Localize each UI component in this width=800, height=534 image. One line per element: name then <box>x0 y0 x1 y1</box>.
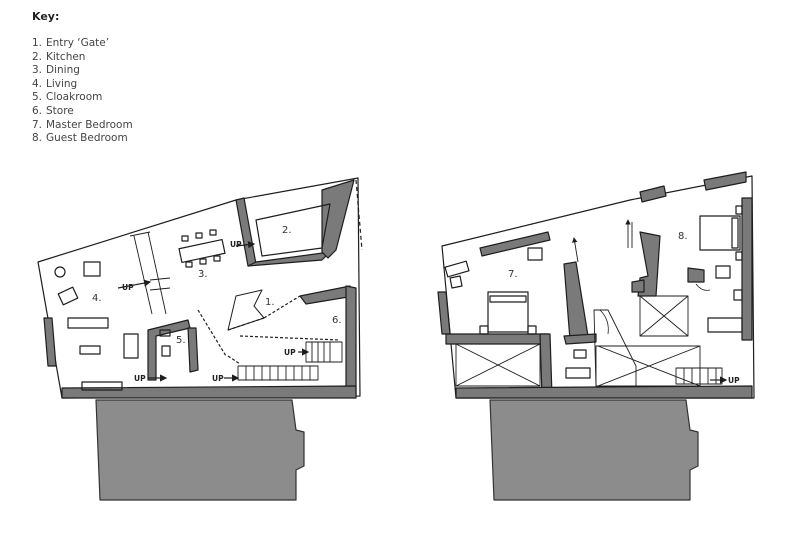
key-item-label: Dining <box>46 64 80 77</box>
key-item-label: Guest Bedroom <box>46 132 128 145</box>
first-floor-plan <box>437 171 755 501</box>
circulation-dash <box>197 295 341 365</box>
guest-bedroom-furniture <box>699 205 743 279</box>
key-list: 1.Entry ‘Gate’ 2.Kitchen 3.Dining 4.Livi… <box>32 37 252 146</box>
key-item-number: 2. <box>32 50 43 63</box>
key-item: 3.Dining <box>32 64 252 78</box>
up-label: UP <box>230 240 242 249</box>
key-title: Key: <box>32 10 60 23</box>
ground-floor-walls <box>43 179 357 399</box>
room-label-dining: 3. <box>198 269 208 280</box>
key-item-label: Master Bedroom <box>46 118 133 131</box>
neighbour-building <box>489 399 699 501</box>
key-item-number: 8. <box>32 132 43 145</box>
ground-floor-plan <box>37 177 363 501</box>
room-label-cloakroom: 5. <box>176 335 186 346</box>
key-item: 1.Entry ‘Gate’ <box>32 37 252 51</box>
first-floor-labels: 7. 8. UP <box>508 231 740 385</box>
wc <box>161 345 171 357</box>
site-boundary <box>355 179 363 251</box>
room-label-living: 4. <box>92 293 102 304</box>
entry-gate <box>227 289 265 331</box>
kitchen-counter <box>255 203 331 257</box>
key-item: 4.Living <box>32 78 252 92</box>
up-label: UP <box>212 374 224 383</box>
up-label: UP <box>284 348 296 357</box>
key-item-number: 4. <box>32 77 43 90</box>
key-item-number: 6. <box>32 104 43 117</box>
dining-chairs <box>181 229 221 268</box>
key-item: 8.Guest Bedroom <box>32 132 252 146</box>
up-label: UP <box>134 374 146 383</box>
key-item: 2.Kitchen <box>32 51 252 65</box>
key-item-number: 7. <box>32 118 43 131</box>
direction-arrow <box>572 237 579 263</box>
key-item-label: Living <box>46 77 78 90</box>
living-furniture <box>54 261 139 391</box>
ground-floor-outline <box>37 177 361 399</box>
key-item: 5.Cloakroom <box>32 91 252 105</box>
master-bedroom-furniture <box>444 247 543 335</box>
door-swing <box>695 283 711 291</box>
central-void <box>593 309 701 387</box>
first-floor-walls <box>437 171 753 399</box>
key-item: 7.Master Bedroom <box>32 119 252 133</box>
key-item-label: Kitchen <box>46 50 86 63</box>
first-floor-outline <box>441 175 755 399</box>
key-item-label: Store <box>46 104 74 117</box>
room-label-entry: 1. <box>265 297 275 308</box>
dining-table <box>178 238 226 264</box>
up-arrow <box>235 241 256 249</box>
stair-void <box>455 343 541 387</box>
basin <box>159 329 171 337</box>
key-item-label: Entry ‘Gate’ <box>46 37 110 49</box>
key-item-label: Cloakroom <box>46 91 103 104</box>
up-label: UP <box>122 283 134 292</box>
door-swing <box>599 309 609 335</box>
up-arrow <box>117 279 152 289</box>
key-item: 6.Store <box>32 105 252 119</box>
ground-floor-stair <box>129 231 171 315</box>
main-stair <box>237 341 343 381</box>
neighbour-building <box>95 399 305 501</box>
up-label: UP <box>728 376 740 385</box>
key-item-number: 3. <box>32 64 43 77</box>
key-item-number: 5. <box>32 91 43 104</box>
key-item-number: 1. <box>32 37 43 49</box>
room-label-store: 6. <box>332 315 342 326</box>
plan-key: Key: 1.Entry ‘Gate’ 2.Kitchen 3.Dining 4… <box>32 10 252 146</box>
room-label-kitchen: 2. <box>282 225 292 236</box>
upper-void <box>639 295 689 337</box>
room-label-guest-bedroom: 8. <box>678 231 688 242</box>
first-floor-stair <box>675 367 723 385</box>
room-label-master-bedroom: 7. <box>508 269 518 280</box>
bathroom-fittings <box>565 289 743 379</box>
ground-floor-labels: 1. 2. 3. 4. 5. 6. UP UP UP UP UP <box>92 225 342 383</box>
